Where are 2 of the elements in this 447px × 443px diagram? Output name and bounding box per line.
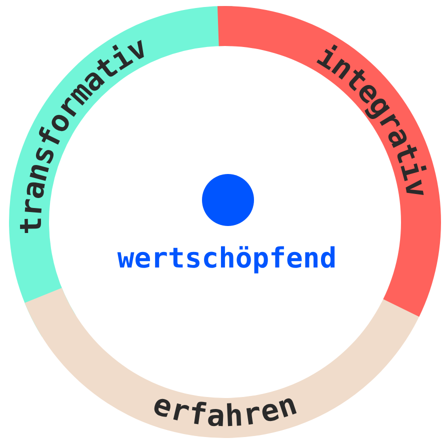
segment-label: erfahren — [148, 386, 302, 434]
center-label: wertschöpfend — [117, 242, 337, 274]
